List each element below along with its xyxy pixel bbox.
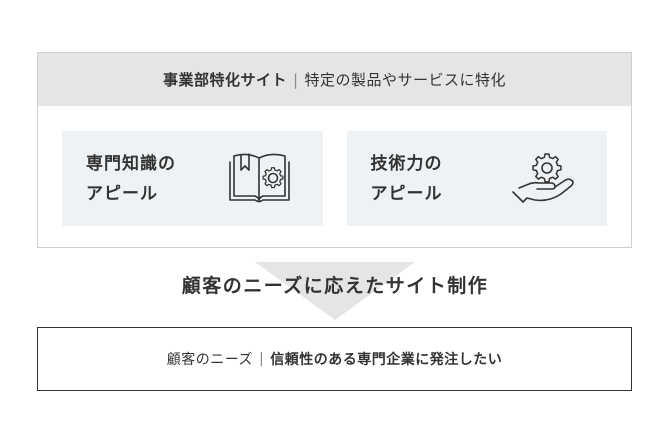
card-expertise-line2: アピール	[86, 183, 158, 204]
middle-title: 顧客のニーズに応えたサイト制作	[181, 275, 489, 297]
book-gear-icon	[228, 152, 290, 202]
cards-row: 専門知識の アピール 技術力の アピール	[62, 131, 607, 226]
down-arrow-shape	[255, 262, 415, 320]
card-technical-line2: アピール	[370, 183, 443, 204]
card-expertise-text: 専門知識の アピール	[86, 149, 226, 209]
card-technical: 技術力の アピール	[346, 131, 607, 226]
card-technical-text: 技術力の アピール	[371, 149, 511, 209]
card-expertise: 専門知識の アピール	[62, 131, 323, 226]
down-arrow	[255, 262, 415, 320]
top-panel-title: 事業部特化サイト	[162, 71, 287, 89]
hand-gear-icon	[512, 152, 574, 203]
bottom-panel: 顧客のニーズ | 信頼性のある専門企業に発注したい	[37, 327, 632, 391]
card-technical-line1: 技術力の	[370, 153, 443, 174]
bottom-panel-subtitle: 信頼性のある専門企業に発注したい	[270, 352, 503, 368]
bottom-panel-title: 顧客のニーズ	[166, 352, 254, 368]
top-panel-separator: |	[292, 70, 299, 89]
top-panel-subtitle: 特定の製品やサービスに特化	[304, 71, 507, 89]
card-expertise-line1: 専門知識の	[86, 153, 176, 174]
top-panel: 事業部特化サイト | 特定の製品やサービスに特化 専門知識の アピール	[37, 52, 632, 248]
bottom-panel-separator: |	[259, 351, 265, 367]
top-panel-header: 事業部特化サイト | 特定の製品やサービスに特化	[38, 53, 631, 106]
